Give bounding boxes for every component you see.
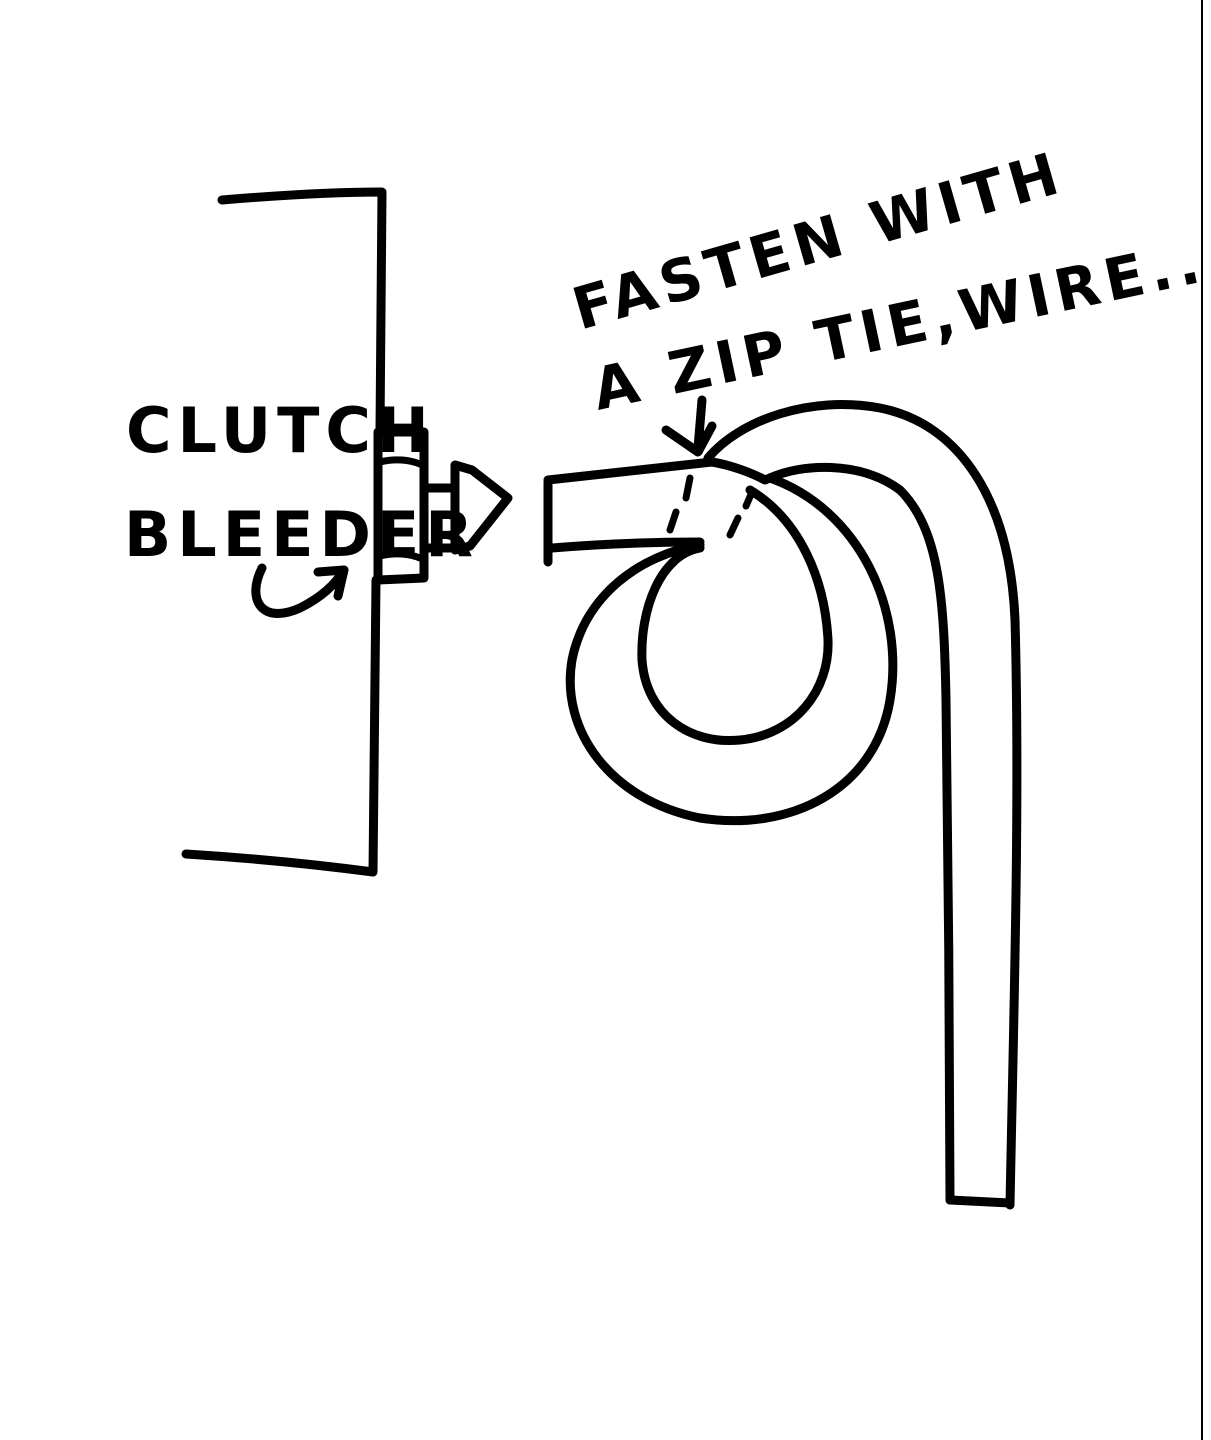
bleeder-base-inner: [376, 456, 424, 562]
hose-bottom-end: [945, 1195, 1015, 1208]
zip-tie-mark-left: [666, 474, 694, 534]
zip-tie-mark-right: [726, 488, 756, 539]
zip-tie-arrow-icon: [661, 395, 717, 457]
hose-end: [543, 457, 717, 567]
part-label-line2: BLEEDER: [124, 498, 479, 571]
bleeder-pointer-arrow-icon: [251, 563, 349, 618]
slave-cylinder-body: [181, 187, 387, 877]
hose-coil-inner: [637, 485, 833, 746]
hose-overlap: [707, 457, 775, 485]
part-label-line1: CLUTCH: [126, 394, 435, 467]
hose-coil-outer: [565, 473, 898, 826]
bleeder-tip: [450, 460, 513, 555]
hose-long-inner: [765, 462, 955, 1205]
hose-long-outer: [703, 400, 1022, 1210]
bleeder-base-block: [373, 427, 429, 585]
